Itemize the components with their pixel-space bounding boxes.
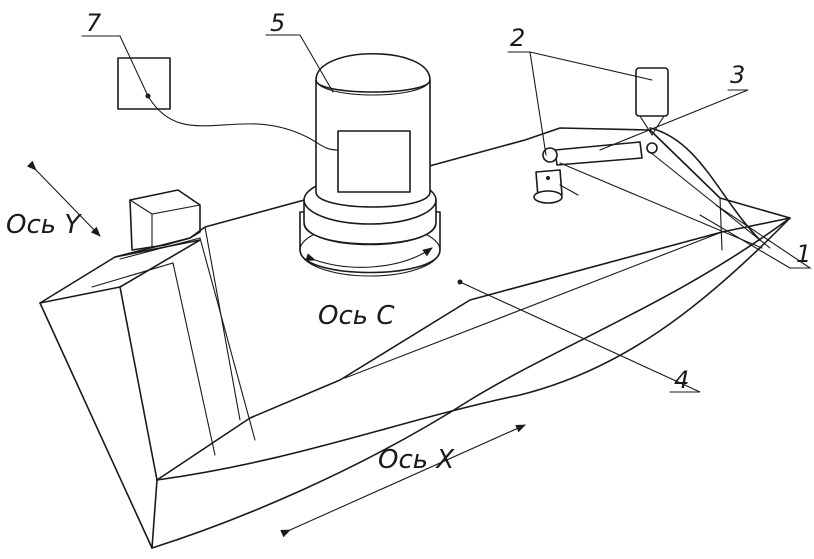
leader-lines bbox=[81, 34, 812, 393]
label-2: 2 bbox=[510, 24, 525, 52]
base-end-top bbox=[39, 239, 201, 304]
bed-top-outline bbox=[114, 127, 791, 481]
back-block bbox=[129, 189, 201, 251]
bed-lower-curve bbox=[156, 217, 791, 481]
spindle-panel bbox=[337, 130, 411, 193]
base-end-front-face bbox=[39, 286, 158, 549]
bed-ridge-2 bbox=[119, 237, 256, 441]
control-box bbox=[117, 57, 339, 151]
bed-bottom-curve bbox=[151, 217, 791, 549]
axis-y-label: Ось Y bbox=[6, 210, 82, 240]
probe-arm bbox=[554, 141, 643, 166]
label-7: 7 bbox=[86, 9, 102, 37]
probe-beam-1 bbox=[559, 162, 763, 249]
label-4: 4 bbox=[674, 366, 689, 394]
probe-beam-2 bbox=[649, 151, 771, 249]
spindle-cap bbox=[315, 52, 431, 93]
axis-c-rotation-arrow bbox=[305, 247, 433, 268]
probe-assembly bbox=[533, 67, 771, 249]
axis-x-arrow bbox=[280, 424, 526, 538]
back-block-edge bbox=[129, 199, 201, 215]
label-1: 1 bbox=[796, 240, 811, 268]
control-cable bbox=[147, 95, 339, 151]
label-5: 5 bbox=[270, 9, 285, 37]
axis-y-arrow bbox=[26, 160, 101, 237]
axis-x-label: Ось X bbox=[378, 445, 455, 475]
sensor-head bbox=[635, 67, 669, 117]
spindle-unit bbox=[315, 52, 431, 208]
bed-ridge-3 bbox=[204, 226, 241, 421]
axis-c-label: Ось С bbox=[318, 301, 395, 331]
bed-front-edge bbox=[344, 231, 723, 379]
bed-ridge-1 bbox=[91, 262, 216, 456]
label-3: 3 bbox=[730, 61, 745, 89]
bed-side-step bbox=[719, 197, 723, 251]
